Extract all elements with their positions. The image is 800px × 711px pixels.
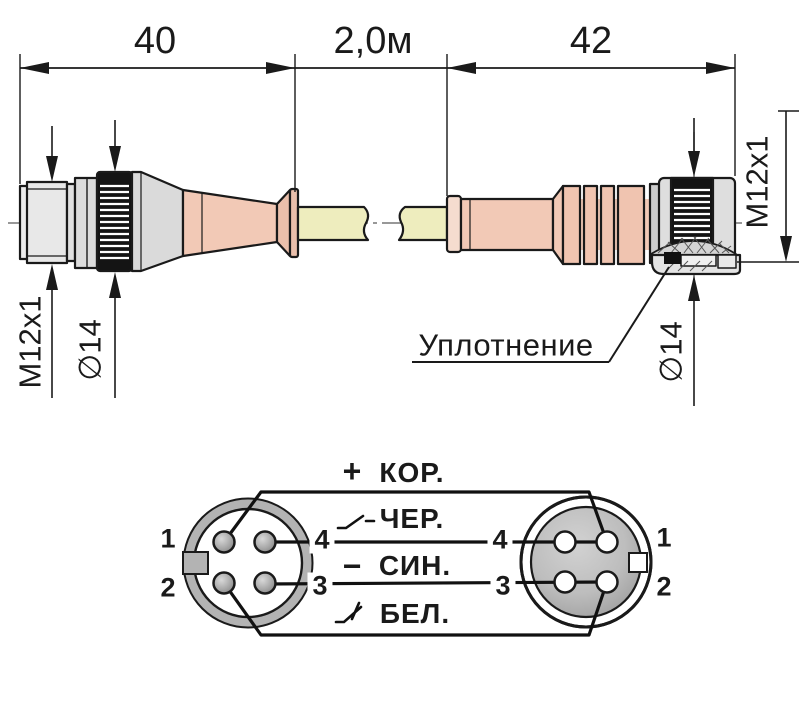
right-face-pin1-label: 1 (656, 522, 672, 553)
wire-label-white: БЕЛ. (379, 598, 451, 629)
cable (296, 205, 449, 242)
wire-label-blue: СИН. (378, 550, 452, 581)
left-face-pins (212, 530, 277, 595)
wire-label-brown: КОР. (379, 457, 445, 488)
seal-callout-label: Уплотнение (418, 327, 594, 363)
wire-label-black: ЧЕР. (379, 503, 445, 534)
left-face-pin2-label: 2 (160, 572, 176, 603)
right-face-pin3-label: 3 (490, 572, 516, 600)
right-dimension-arrows (688, 110, 799, 406)
left-face-pin1-label: 1 (160, 523, 176, 554)
left-thread-label: M12x1 (12, 295, 48, 389)
keyway-notch (182, 551, 209, 575)
left-connector (18, 170, 300, 273)
right-face-pin2-label: 2 (656, 571, 672, 602)
wire-brown (222, 490, 609, 543)
dimension-chain (19, 54, 736, 196)
keyway-notch (628, 552, 648, 573)
dimension-cable-length: 2,0м (333, 20, 413, 62)
left-dimension-arrows (46, 120, 121, 398)
right-connector (445, 176, 742, 276)
left-face-pin4-label: 4 (309, 526, 335, 554)
minus-symbol: − (342, 548, 362, 584)
right-face-pins (553, 530, 619, 594)
plus-symbol: + (342, 453, 362, 489)
seal-callout-leader (412, 266, 670, 363)
right-diameter-label: ∅14 (653, 321, 689, 383)
dimension-right-connector-length: 42 (569, 20, 613, 62)
right-connector-face (519, 495, 653, 629)
left-diameter-label: ∅14 (72, 319, 108, 381)
right-thread-label: M12x1 (739, 135, 775, 229)
switch-nc-contact-symbol (334, 601, 363, 624)
switch-no-contact-symbol (336, 514, 376, 530)
right-face-pin4-label: 4 (487, 526, 513, 554)
left-connector-face (182, 497, 314, 629)
wire-white (222, 581, 609, 637)
dimension-left-connector-length: 40 (133, 20, 177, 62)
left-face-pin3-label: 3 (307, 572, 333, 600)
